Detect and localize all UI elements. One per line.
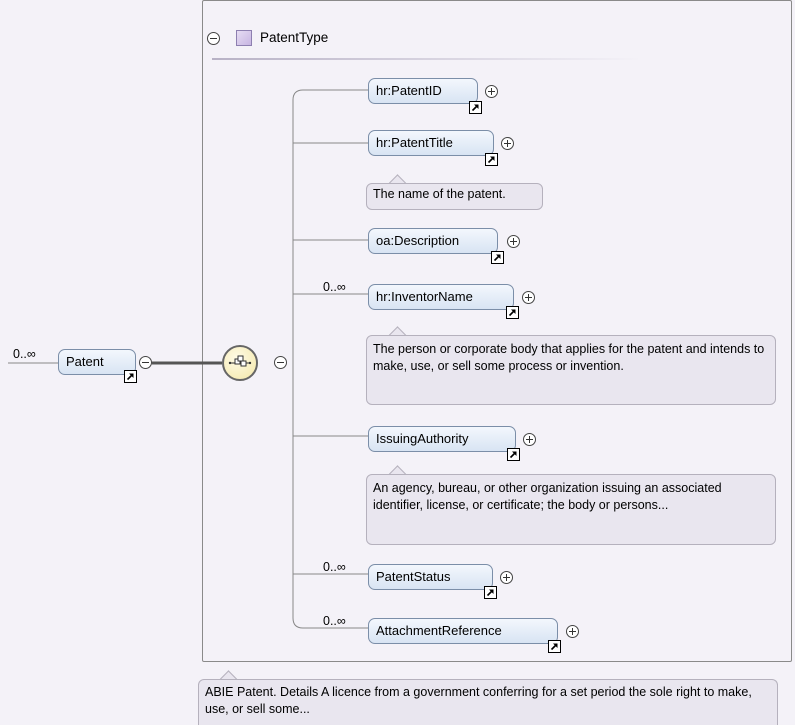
complex-type-icon [236,30,252,46]
sequence-compositor-icon[interactable] [222,345,258,381]
header-divider [212,58,642,60]
root-cardinality: 0..∞ [13,347,36,361]
element-cardinality: 0..∞ [323,280,346,294]
element-label: hr:InventorName [376,289,473,304]
element-patentstatus[interactable]: PatentStatus [368,564,493,590]
element-hr-inventorname[interactable]: hr:InventorName [368,284,514,310]
expand-element-icon[interactable] [501,137,514,150]
element-attachmentreference[interactable]: AttachmentReference [368,618,558,644]
element-cardinality: 0..∞ [323,560,346,574]
type-name: PatentType [260,30,329,45]
annotation-note: The person or corporate body that applie… [366,335,776,405]
arrow-reference-icon [491,251,504,264]
root-element-patent[interactable]: Patent [58,349,136,375]
annotation-note: An agency, bureau, or other organization… [366,474,776,545]
element-label: AttachmentReference [376,623,502,638]
element-hr-patentid[interactable]: hr:PatentID [368,78,478,104]
element-oa-description[interactable]: oa:Description [368,228,498,254]
element-label: IssuingAuthority [376,431,469,446]
collapse-root-icon[interactable] [139,356,152,369]
root-annotation-note: ABIE Patent. Details A licence from a go… [198,679,778,725]
complex-type-box [202,0,792,662]
expand-element-icon[interactable] [507,235,520,248]
arrow-reference-icon [548,640,561,653]
element-issuingauthority[interactable]: IssuingAuthority [368,426,516,452]
arrow-reference-icon [469,101,482,114]
element-hr-patenttitle[interactable]: hr:PatentTitle [368,130,494,156]
arrow-reference-icon [507,448,520,461]
arrow-reference-icon [484,586,497,599]
collapse-type-icon[interactable] [207,32,220,45]
root-element-label: Patent [66,354,104,369]
expand-element-icon[interactable] [522,291,535,304]
arrow-reference-icon [124,370,137,383]
expand-element-icon[interactable] [500,571,513,584]
arrow-reference-icon [506,306,519,319]
expand-element-icon[interactable] [485,85,498,98]
element-label: PatentStatus [376,569,451,584]
element-label: oa:Description [376,233,460,248]
element-label: hr:PatentID [376,83,442,98]
element-label: hr:PatentTitle [376,135,453,150]
collapse-sequence-icon[interactable] [274,356,287,369]
annotation-note: The name of the patent. [366,183,543,210]
expand-element-icon[interactable] [566,625,579,638]
arrow-reference-icon [485,153,498,166]
element-cardinality: 0..∞ [323,614,346,628]
expand-element-icon[interactable] [523,433,536,446]
